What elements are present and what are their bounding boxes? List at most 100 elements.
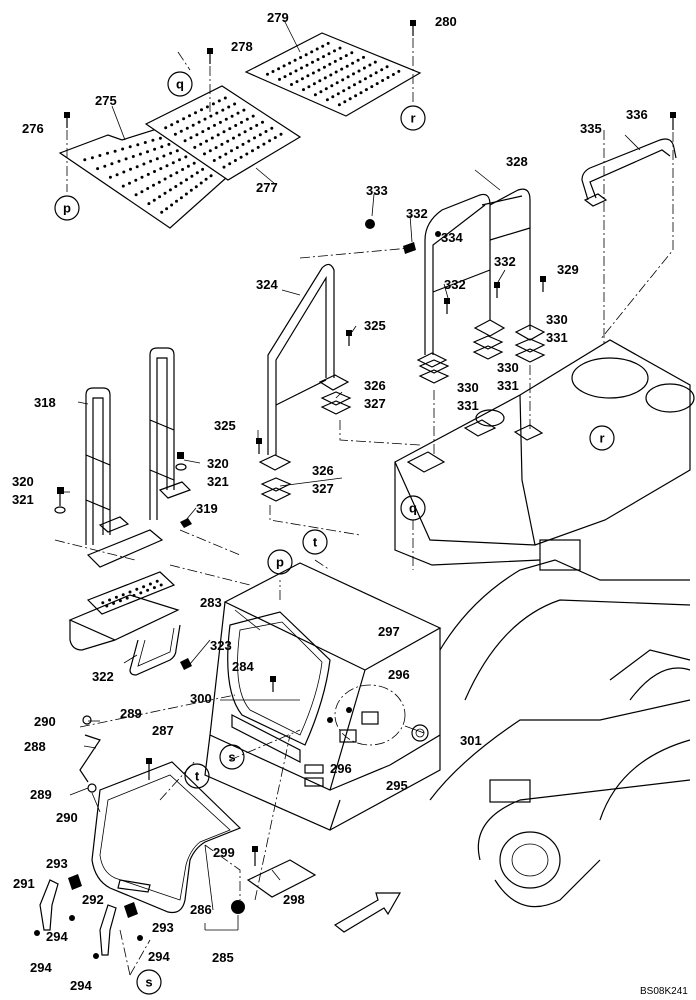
plate-hole — [128, 145, 132, 149]
plate-hole — [318, 79, 322, 83]
label-286: 286 — [190, 902, 212, 917]
label-326b: 326 — [312, 463, 334, 478]
label-295: 295 — [386, 778, 408, 793]
plate-hole — [354, 94, 358, 98]
plate-hole — [293, 58, 297, 62]
screws-294 — [34, 915, 143, 959]
plate-hole — [173, 132, 177, 136]
plate-hole — [234, 124, 238, 127]
plate-hole — [315, 47, 319, 51]
plate-hole — [205, 105, 209, 109]
plate-hole — [239, 155, 243, 159]
plate-hole — [344, 54, 348, 58]
plate-hole — [129, 167, 132, 171]
machine-upper-frame — [394, 339, 695, 566]
plate-hole — [302, 88, 305, 92]
plate-hole — [189, 188, 193, 192]
plate-hole — [306, 74, 310, 78]
floor-plate-277 — [144, 85, 302, 181]
plate-hole — [359, 91, 363, 95]
plate-hole — [194, 185, 198, 189]
plate-hole — [289, 72, 292, 76]
plate-hole — [113, 149, 117, 153]
plate-hole — [147, 202, 151, 206]
plate-298 — [246, 859, 317, 898]
label-287: 287 — [152, 723, 174, 738]
plate-hole — [179, 129, 183, 133]
plate-hole — [203, 117, 207, 121]
label-330a: 330 — [546, 312, 568, 327]
plate-hole — [142, 585, 146, 589]
plate-hole — [108, 175, 112, 179]
plate-hole — [140, 190, 144, 194]
plate-hole — [368, 63, 372, 67]
plate-hole — [132, 594, 136, 597]
plate-hole — [385, 65, 389, 69]
label-297: 297 — [378, 624, 400, 639]
label-299: 299 — [213, 845, 235, 860]
plate-hole — [311, 71, 315, 75]
plate-hole — [170, 123, 174, 127]
label-326a: 326 — [364, 378, 386, 393]
label-331b: 331 — [497, 378, 519, 393]
bolt-325-lower — [256, 438, 262, 454]
bolt-332-right — [494, 282, 500, 298]
plate-hole — [249, 127, 253, 130]
label-335: 335 — [580, 121, 602, 136]
plate-hole — [221, 108, 225, 112]
plate-hole — [330, 84, 334, 88]
plate-hole — [160, 145, 164, 149]
plate-hole — [268, 139, 272, 143]
svg-text:p: p — [63, 201, 71, 216]
plate-hole — [370, 85, 374, 89]
plate-hole — [241, 142, 245, 146]
front-direction-arrow — [333, 892, 402, 933]
label-327a: 327 — [364, 396, 386, 411]
label-324: 324 — [256, 277, 278, 292]
plate-hole — [218, 120, 222, 124]
plate-hole — [186, 164, 190, 168]
label-318: 318 — [34, 395, 56, 410]
plate-hole — [373, 60, 377, 64]
ref-marker-q-top: q — [167, 71, 193, 97]
plate-hole — [134, 178, 138, 182]
bolt-320 — [57, 487, 64, 506]
plate-hole — [240, 120, 243, 124]
label-320a: 320 — [12, 474, 34, 489]
plate-hole — [175, 199, 178, 203]
label-284: 284 — [232, 659, 254, 674]
plate-hole — [261, 120, 264, 124]
plate-hole — [230, 114, 234, 118]
plate-hole — [224, 117, 228, 121]
plate-hole — [322, 55, 325, 59]
label-275: 275 — [95, 93, 117, 108]
label-294a: 294 — [30, 960, 52, 975]
plate-hole — [136, 143, 140, 147]
label-289b: 289 — [30, 787, 52, 802]
shim-plates-326-327-a — [320, 391, 352, 415]
ref-marker-p-top: p — [54, 195, 80, 221]
plate-hole — [115, 173, 119, 177]
plate-hole — [212, 159, 216, 162]
label-330c: 330 — [457, 380, 479, 395]
plate-hole — [226, 139, 230, 143]
plate-hole — [152, 198, 156, 202]
label-289a: 289 — [120, 706, 142, 721]
plate-hole — [233, 102, 237, 106]
plate-hole — [335, 81, 339, 85]
plate-hole — [266, 72, 269, 76]
plate-hole — [200, 108, 203, 112]
plate-hole — [228, 162, 232, 166]
label-322: 322 — [92, 669, 114, 684]
label-280: 280 — [435, 14, 457, 29]
svg-text:p: p — [276, 555, 284, 570]
plate-hole — [214, 146, 218, 150]
label-330b: 330 — [497, 360, 519, 375]
plate-hole — [155, 157, 159, 161]
plate-hole — [213, 123, 216, 127]
plate-hole — [103, 164, 107, 168]
plate-hole — [305, 63, 309, 67]
plate-hole — [288, 61, 292, 65]
plate-hole — [157, 180, 161, 184]
plate-hole — [329, 73, 333, 77]
